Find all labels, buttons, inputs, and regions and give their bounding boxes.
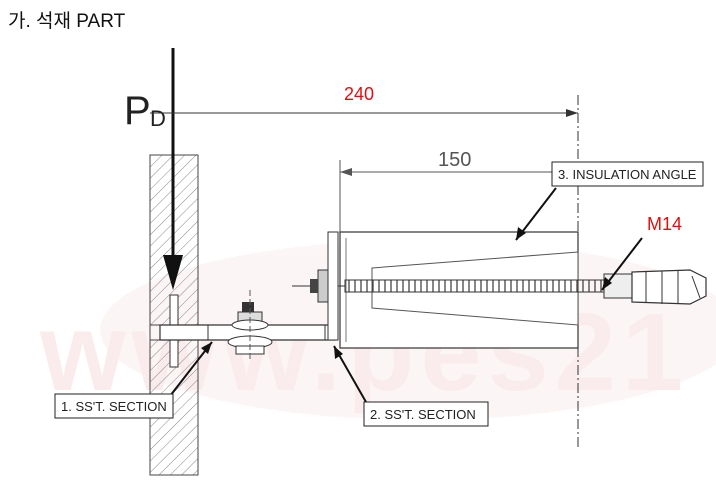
callout-anchor	[601, 237, 643, 291]
callout-anchor-label: M14	[647, 214, 682, 234]
dimension-240	[150, 95, 579, 450]
expansion-sleeve	[603, 269, 707, 305]
callout-section-1-label: 1. SS'T. SECTION	[61, 399, 167, 414]
callout-section-2	[333, 345, 489, 427]
section-title: 가. 석재 PART	[8, 11, 126, 32]
callout-insulation-angle	[515, 161, 704, 241]
dimension-150-label: 150	[438, 149, 471, 171]
dimension-240-label: 240	[344, 84, 374, 104]
callout-section-1	[54, 341, 213, 419]
callout-insulation-angle-label: 3. INSULATION ANGLE	[558, 167, 697, 182]
load-subscript: D	[150, 106, 166, 131]
sst-bracket	[159, 231, 339, 368]
callout-section-2-label: 2. SS'T. SECTION	[370, 407, 476, 422]
load-symbol: P	[124, 89, 151, 133]
load-arrow	[163, 48, 183, 290]
